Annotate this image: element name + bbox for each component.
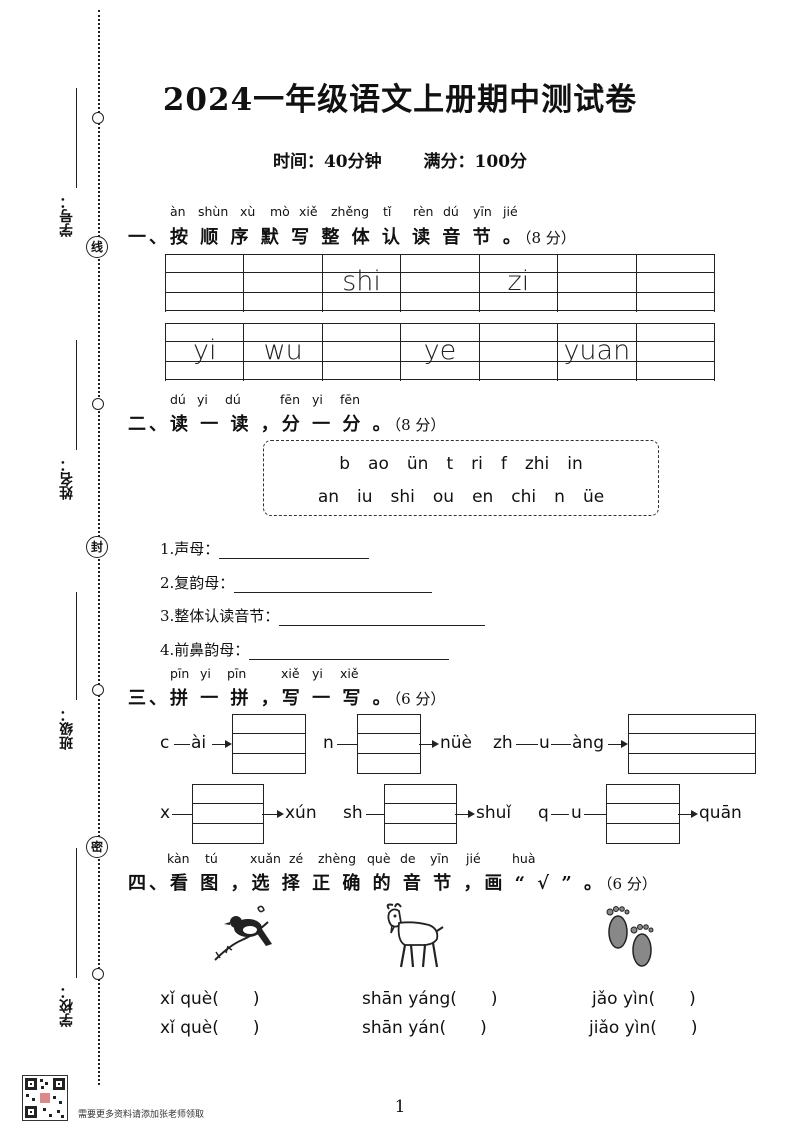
binding-hole — [92, 398, 104, 410]
spell-xun: xún — [285, 803, 317, 823]
answer-box[interactable] — [384, 784, 457, 844]
question-front-nasal: 4.前鼻韵母： — [160, 639, 450, 660]
binding-char-mi: 密 — [86, 836, 108, 858]
question-whole-syllables: 3.整体认读音节： — [160, 605, 486, 626]
question-compound-finals: 2.复韵母： — [160, 572, 433, 593]
grid-cell[interactable]: yi — [165, 323, 243, 381]
spell-sh: sh — [343, 803, 363, 823]
grid-cell[interactable]: wu — [243, 323, 321, 381]
spell-c: c — [160, 733, 170, 753]
spell-ai: ài — [191, 733, 207, 753]
syllable-row-1: b ao ün t ri f zhi in — [339, 454, 583, 474]
connector-line — [551, 744, 571, 745]
binding-hole — [92, 112, 104, 124]
section1-heading: 一、按 顺 序 默 写 整 体 认 读 音 节 。（8 分） — [128, 227, 576, 248]
connector-line — [172, 814, 192, 815]
section4-heading: 四、看 图 ，选 择 正 确 的 音 节 ，画 “ √ ” 。（6 分） — [128, 873, 657, 894]
grid-cell[interactable]: shi — [321, 254, 400, 312]
question-initials: 1.声母： — [160, 538, 370, 559]
answer-line[interactable] — [234, 578, 433, 593]
arrow-icon — [455, 810, 475, 818]
student-id-label: 学号： — [59, 195, 75, 237]
grid-cell[interactable] — [635, 323, 715, 381]
goat-picture — [386, 903, 444, 968]
section2-heading: 二、读 一 读 ，分 一 分 。（8 分） — [128, 414, 446, 435]
binding-char-feng: 封 — [86, 536, 108, 558]
choice-magpie-1[interactable]: xǐ què( ) — [160, 989, 260, 1009]
grid-cell[interactable]: zi — [478, 254, 557, 312]
name-label: 姓名： — [59, 458, 75, 500]
connector-line — [516, 744, 538, 745]
answer-box[interactable] — [606, 784, 680, 844]
student-id-line[interactable] — [76, 88, 77, 188]
school-line[interactable] — [76, 848, 77, 978]
binding-char-xian: 线 — [86, 236, 108, 258]
arrow-icon — [608, 740, 628, 748]
spell-ang: àng — [572, 733, 604, 753]
class-label: 班级： — [59, 708, 75, 750]
writing-grid-row-2: yi wu ye yuan — [165, 323, 715, 381]
answer-box[interactable] — [232, 714, 306, 774]
grid-cell[interactable]: yuan — [557, 323, 635, 381]
grid-cell[interactable] — [321, 323, 400, 381]
spell-u2: u — [571, 803, 582, 823]
exam-meta: 时间：40分钟 满分：100分 — [0, 147, 800, 172]
connector-line — [366, 814, 384, 815]
choice-footprint-1[interactable]: jǎo yìn( ) — [592, 989, 696, 1009]
footprints-picture — [606, 906, 654, 967]
grid-cell[interactable] — [478, 323, 557, 381]
writing-grid-row-1: shi zi — [165, 254, 715, 312]
arrow-icon — [262, 810, 284, 818]
grid-cell[interactable] — [165, 254, 243, 312]
answer-line[interactable] — [219, 544, 370, 559]
class-line[interactable] — [76, 592, 77, 700]
magpie-picture — [214, 905, 272, 961]
spell-q: q — [538, 803, 549, 823]
connector-line — [337, 744, 357, 745]
grid-cell[interactable] — [635, 254, 715, 312]
spell-nue: nüè — [440, 733, 473, 753]
arrow-icon — [419, 740, 439, 748]
syllable-box: b ao ün t ri f zhi in an iu shi ou en ch… — [263, 440, 659, 516]
footer-note: 需要更多资料请添加张老师领取 — [78, 1110, 205, 1120]
spell-quan: quān — [699, 803, 742, 823]
spell-u: u — [539, 733, 550, 753]
choice-footprint-2[interactable]: jiǎo yìn( ) — [589, 1018, 698, 1038]
page-number: 1 — [394, 1097, 406, 1117]
page-title: 2024一年级语文上册期中测试卷 — [162, 82, 638, 118]
connector-line — [584, 814, 606, 815]
qr-code-icon — [22, 1075, 68, 1121]
spell-x: x — [160, 803, 171, 823]
name-line[interactable] — [76, 340, 77, 450]
syllable-row-2: an iu shi ou en chi n üe — [317, 487, 605, 507]
school-label: 学校： — [59, 985, 75, 1027]
answer-box[interactable] — [192, 784, 264, 844]
arrow-icon — [212, 740, 232, 748]
connector-line — [174, 744, 190, 745]
choice-magpie-2[interactable]: xǐ què( ) — [160, 1018, 260, 1038]
grid-cell[interactable] — [243, 254, 321, 312]
answer-line[interactable] — [279, 611, 486, 626]
choice-goat-1[interactable]: shān yáng( ) — [362, 989, 498, 1009]
connector-line — [551, 814, 569, 815]
spell-n: n — [323, 733, 334, 753]
answer-box[interactable] — [357, 714, 421, 774]
answer-line[interactable] — [249, 645, 450, 660]
exam-full-score: 满分：100分 — [423, 152, 528, 172]
binding-hole — [92, 968, 104, 980]
spell-zh: zh — [493, 733, 513, 753]
grid-cell[interactable] — [400, 254, 478, 312]
grid-cell[interactable] — [557, 254, 635, 312]
binding-hole — [92, 684, 104, 696]
section3-heading: 三、拼 一 拼 ，写 一 写 。（6 分） — [128, 688, 446, 709]
spell-shui: shuǐ — [476, 803, 512, 823]
arrow-icon — [678, 810, 698, 818]
grid-cell[interactable]: ye — [400, 323, 478, 381]
answer-box[interactable] — [628, 714, 756, 774]
exam-time: 时间：40分钟 — [272, 152, 382, 172]
choice-goat-2[interactable]: shān yán( ) — [362, 1018, 487, 1038]
